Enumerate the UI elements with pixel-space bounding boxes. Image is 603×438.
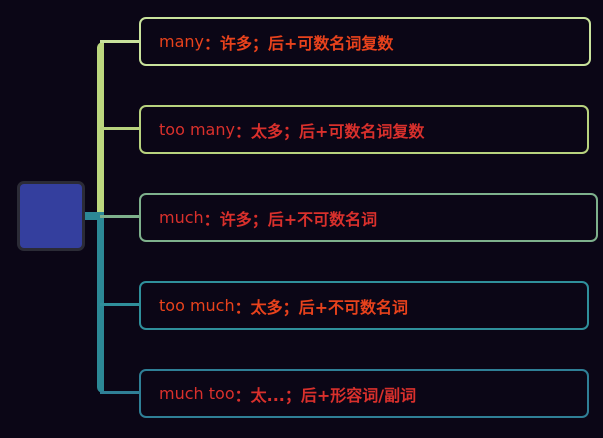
branch-much-too[interactable]: much too：太...；后+形容词/副词: [139, 369, 589, 418]
branch-much[interactable]: much：许多；后+不可数名词: [139, 193, 598, 242]
separator: ：: [204, 33, 221, 53]
connector-trunk-upper: [97, 42, 104, 218]
term: much: [159, 208, 204, 227]
branch-too-much[interactable]: too much：太多；后+不可数名词: [139, 281, 589, 330]
connector-4: [100, 303, 140, 306]
connector-root: [85, 212, 104, 220]
term: many: [159, 32, 204, 51]
branch-too-many[interactable]: too many：太多；后+可数名词复数: [139, 105, 589, 154]
meaning: 许多；后+不可数名词: [219, 209, 378, 229]
separator: ：: [234, 297, 251, 317]
term: too many: [159, 120, 235, 139]
term: much too: [159, 384, 235, 403]
connector-1: [100, 40, 140, 43]
separator: ：: [234, 385, 251, 405]
separator: ：: [234, 121, 251, 141]
meaning: 太...；后+形容词/副词: [250, 385, 417, 405]
meaning: 许多；后+可数名词复数: [220, 33, 394, 53]
branch-many[interactable]: many：许多；后+可数名词复数: [139, 17, 591, 66]
central-topic[interactable]: [17, 181, 85, 251]
meaning: 太多；后+不可数名词: [250, 297, 409, 317]
connector-5: [100, 391, 140, 394]
separator: ：: [203, 209, 220, 229]
connector-2: [100, 127, 140, 130]
term: too much: [159, 296, 235, 315]
connector-3: [100, 215, 140, 218]
meaning: 太多；后+可数名词复数: [250, 121, 425, 141]
